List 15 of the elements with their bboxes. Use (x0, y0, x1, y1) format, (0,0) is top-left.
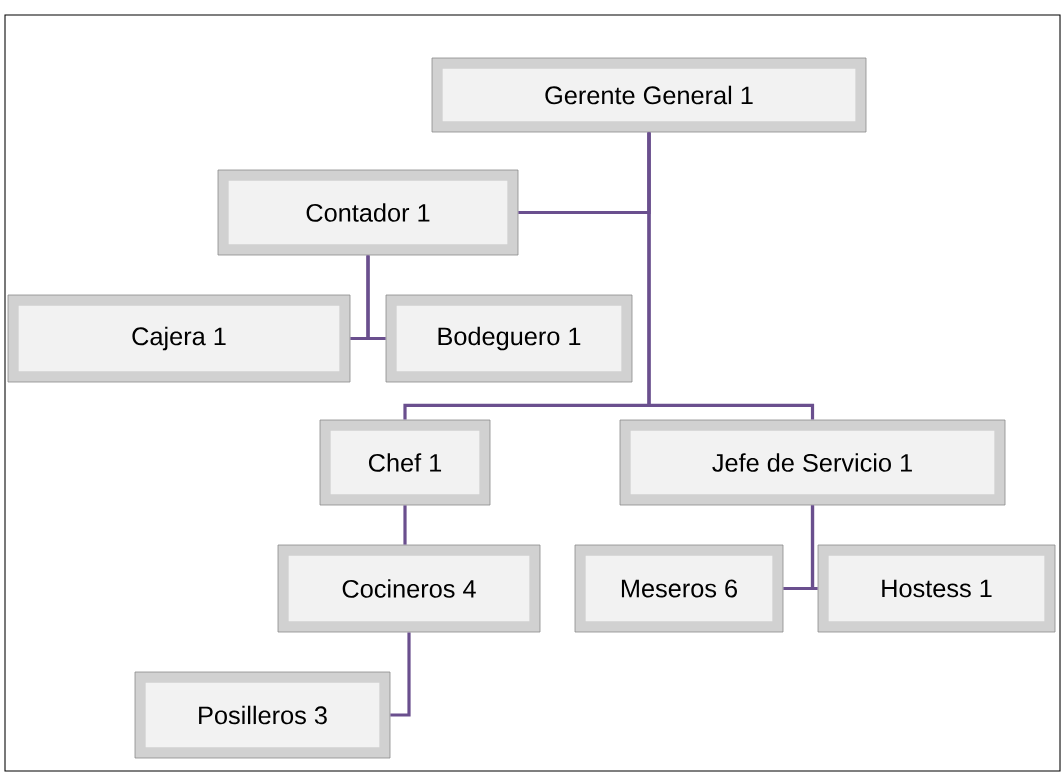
connector-line (390, 632, 411, 717)
position-box: Jefe de Servicio 1 (619, 419, 1006, 506)
connector-line (810, 505, 818, 591)
connector-line (403, 505, 407, 545)
position-box: Hostess 1 (817, 544, 1056, 633)
position-box: Meseros 6 (574, 544, 784, 633)
position-box: Cocineros 4 (277, 544, 541, 633)
position-box: Posilleros 3 (134, 671, 391, 759)
position-box: Chef 1 (319, 419, 491, 506)
connector-line (647, 132, 815, 420)
position-box: Gerente General 1 (431, 57, 867, 133)
position-box: Contador 1 (217, 169, 519, 256)
position-box: Cajera 1 (7, 294, 351, 383)
connector-line (366, 255, 386, 341)
position-box: Bodeguero 1 (385, 294, 633, 383)
